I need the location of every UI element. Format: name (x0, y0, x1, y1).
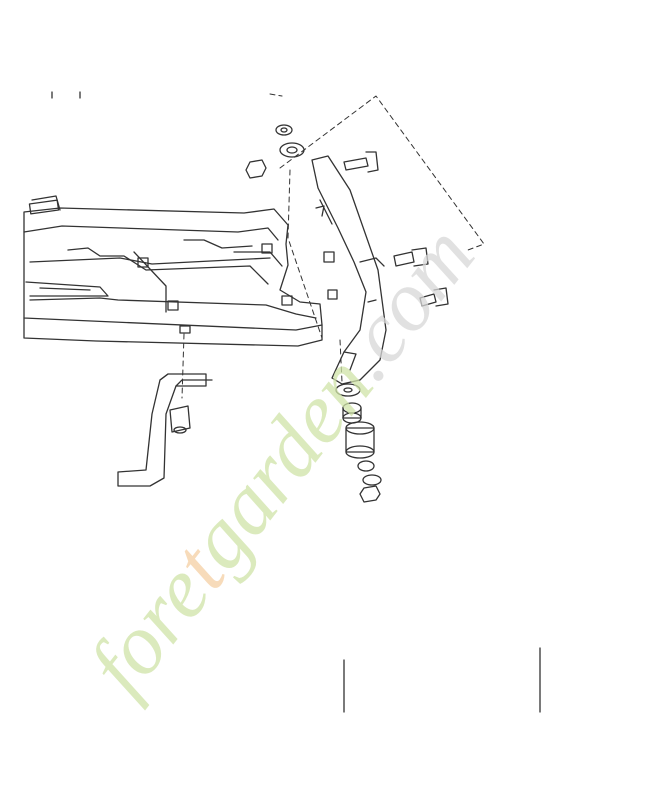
svg-text:foretgarden.com: foretgarden.com (69, 208, 492, 712)
assembly-dashes (181, 93, 485, 399)
steering-bracket (311, 155, 387, 385)
parts-drawing (23, 91, 541, 713)
bolts-11 (343, 151, 449, 307)
lower-bracket (117, 373, 213, 487)
spindle-stack (335, 383, 382, 503)
frame-part (23, 91, 323, 347)
washers-top (245, 124, 305, 179)
watermark-logo: foretgarden.com (69, 208, 492, 712)
